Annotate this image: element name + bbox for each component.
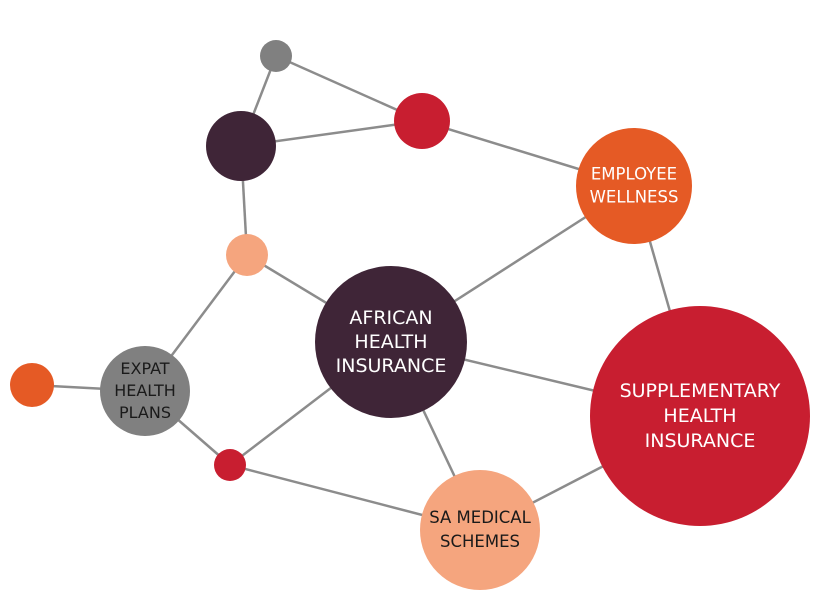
node-supplementary-health-label-line: HEALTH	[663, 405, 736, 427]
node-employee-wellness-circle	[576, 128, 692, 244]
node-supplementary-health-label-line: SUPPLEMENTARY	[620, 380, 781, 402]
node-employee-wellness-label-line: WELLNESS	[590, 187, 679, 206]
node-sa-medical-circle	[420, 470, 540, 590]
node-left-orange-circle	[10, 363, 54, 407]
node-expat-health-label: EXPAT HEALTH PLANS	[114, 359, 176, 422]
node-top-gray-circle	[260, 40, 292, 72]
node-employee-wellness-label-line: EMPLOYEE	[591, 164, 677, 183]
node-sa-medical: SA MEDICAL SCHEMES	[420, 470, 540, 590]
node-supplementary-health-circle	[590, 306, 810, 526]
node-top-gray	[260, 40, 292, 72]
node-small-red-circle	[214, 449, 246, 481]
node-african-health-label-line: HEALTH	[354, 331, 427, 353]
node-expat-health: EXPAT HEALTH PLANS	[100, 346, 190, 436]
node-expat-health-circle	[100, 346, 190, 436]
node-expat-health-label-line: PLANS	[119, 403, 171, 422]
node-employee-wellness-label: EMPLOYEE WELLNESS	[590, 164, 679, 206]
node-supplementary-health-label: SUPPLEMENTARY HEALTH INSURANCE	[620, 380, 781, 452]
node-sa-medical-label: SA MEDICAL SCHEMES	[429, 508, 531, 551]
node-supplementary-health-label-line: INSURANCE	[645, 430, 756, 452]
node-expat-health-label-line: HEALTH	[114, 381, 176, 400]
node-top-red-circle	[394, 93, 450, 149]
node-african-health-circle	[315, 266, 467, 418]
node-african-health-label-line: INSURANCE	[336, 355, 447, 377]
node-employee-wellness: EMPLOYEE WELLNESS	[576, 128, 692, 244]
node-left-orange	[10, 363, 54, 407]
node-top-red	[394, 93, 450, 149]
node-top-plum	[206, 111, 276, 181]
node-small-red	[214, 449, 246, 481]
node-small-peach	[226, 234, 268, 276]
node-sa-medical-label-line: SA MEDICAL	[429, 508, 531, 527]
node-expat-health-label-line: EXPAT	[120, 359, 169, 378]
node-supplementary-health: SUPPLEMENTARY HEALTH INSURANCE	[590, 306, 810, 526]
node-small-peach-circle	[226, 234, 268, 276]
node-sa-medical-label-line: SCHEMES	[440, 532, 520, 551]
node-top-plum-circle	[206, 111, 276, 181]
node-african-health-label-line: AFRICAN	[349, 307, 432, 329]
